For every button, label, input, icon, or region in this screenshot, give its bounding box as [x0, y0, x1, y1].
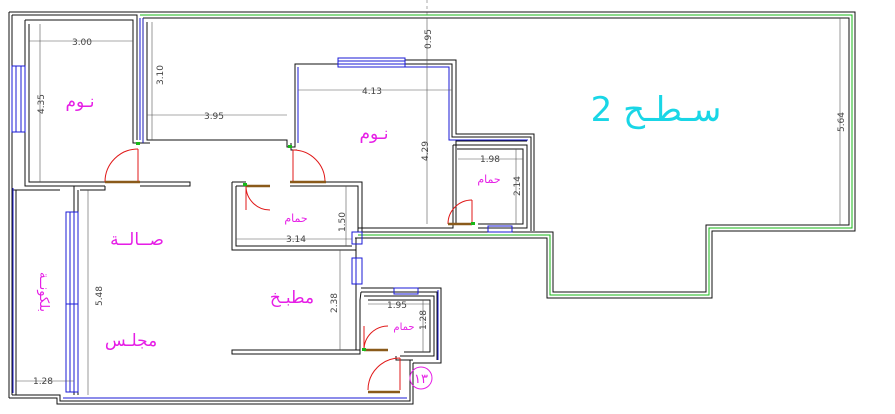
- stair-marker: ١٣: [409, 366, 433, 390]
- roof-outline: [137, 11, 856, 299]
- dim-1-95: 1.95: [387, 301, 407, 311]
- room-label-bedroom-left: نـوم: [65, 92, 94, 112]
- dim-3-00: 3.00: [72, 38, 92, 48]
- door-leaves: [105, 180, 472, 394]
- windows: [11, 18, 528, 399]
- room-label-majlis: مجلـس: [105, 331, 157, 351]
- room-label-bathroom-bottom: حمام: [393, 322, 414, 333]
- room-labels: نـوم نـوم سـطـح 2 حمام حمام صــالــة بلك…: [36, 90, 721, 351]
- room-label-bathroom-right: حمام: [477, 173, 500, 186]
- dim-1-98: 1.98: [480, 155, 500, 165]
- room-label-kitchen: مطبـخ: [270, 288, 314, 308]
- dim-1-28-horizontal: 1.28: [33, 377, 53, 387]
- dimension-lines: [16, 18, 841, 395]
- room-label-bedroom-center: نـوم: [359, 124, 388, 144]
- dim-1-28-vertical: 1.28: [419, 310, 429, 330]
- dim-3-95: 3.95: [204, 112, 224, 122]
- dim-3-10: 3.10: [156, 65, 166, 85]
- dim-2-38: 2.38: [330, 293, 340, 313]
- room-label-bathroom-center: حمام: [284, 212, 307, 225]
- dim-5-48: 5.48: [95, 286, 105, 306]
- door-swings: [104, 148, 473, 391]
- dim-2-14: 2.14: [513, 176, 523, 196]
- stair-number: ١٣: [414, 372, 428, 387]
- dim-1-50: 1.50: [338, 212, 348, 232]
- dim-5-64: 5.64: [837, 112, 847, 132]
- dim-3-14: 3.14: [286, 235, 306, 245]
- dim-0-95: 0.95: [424, 29, 434, 49]
- dim-4-13: 4.13: [362, 87, 382, 97]
- room-label-balcony: بلكونــة: [36, 272, 51, 312]
- dimension-labels: 3.00 4.35 3.10 3.95 4.13 0.95 4.29 5.64 …: [33, 29, 847, 387]
- wall-caps: [136, 142, 475, 351]
- dim-4-29: 4.29: [421, 141, 431, 161]
- dim-4-35: 4.35: [37, 94, 47, 114]
- room-label-hall: صــالــة: [110, 230, 164, 250]
- room-label-roof: سـطـح 2: [591, 90, 722, 130]
